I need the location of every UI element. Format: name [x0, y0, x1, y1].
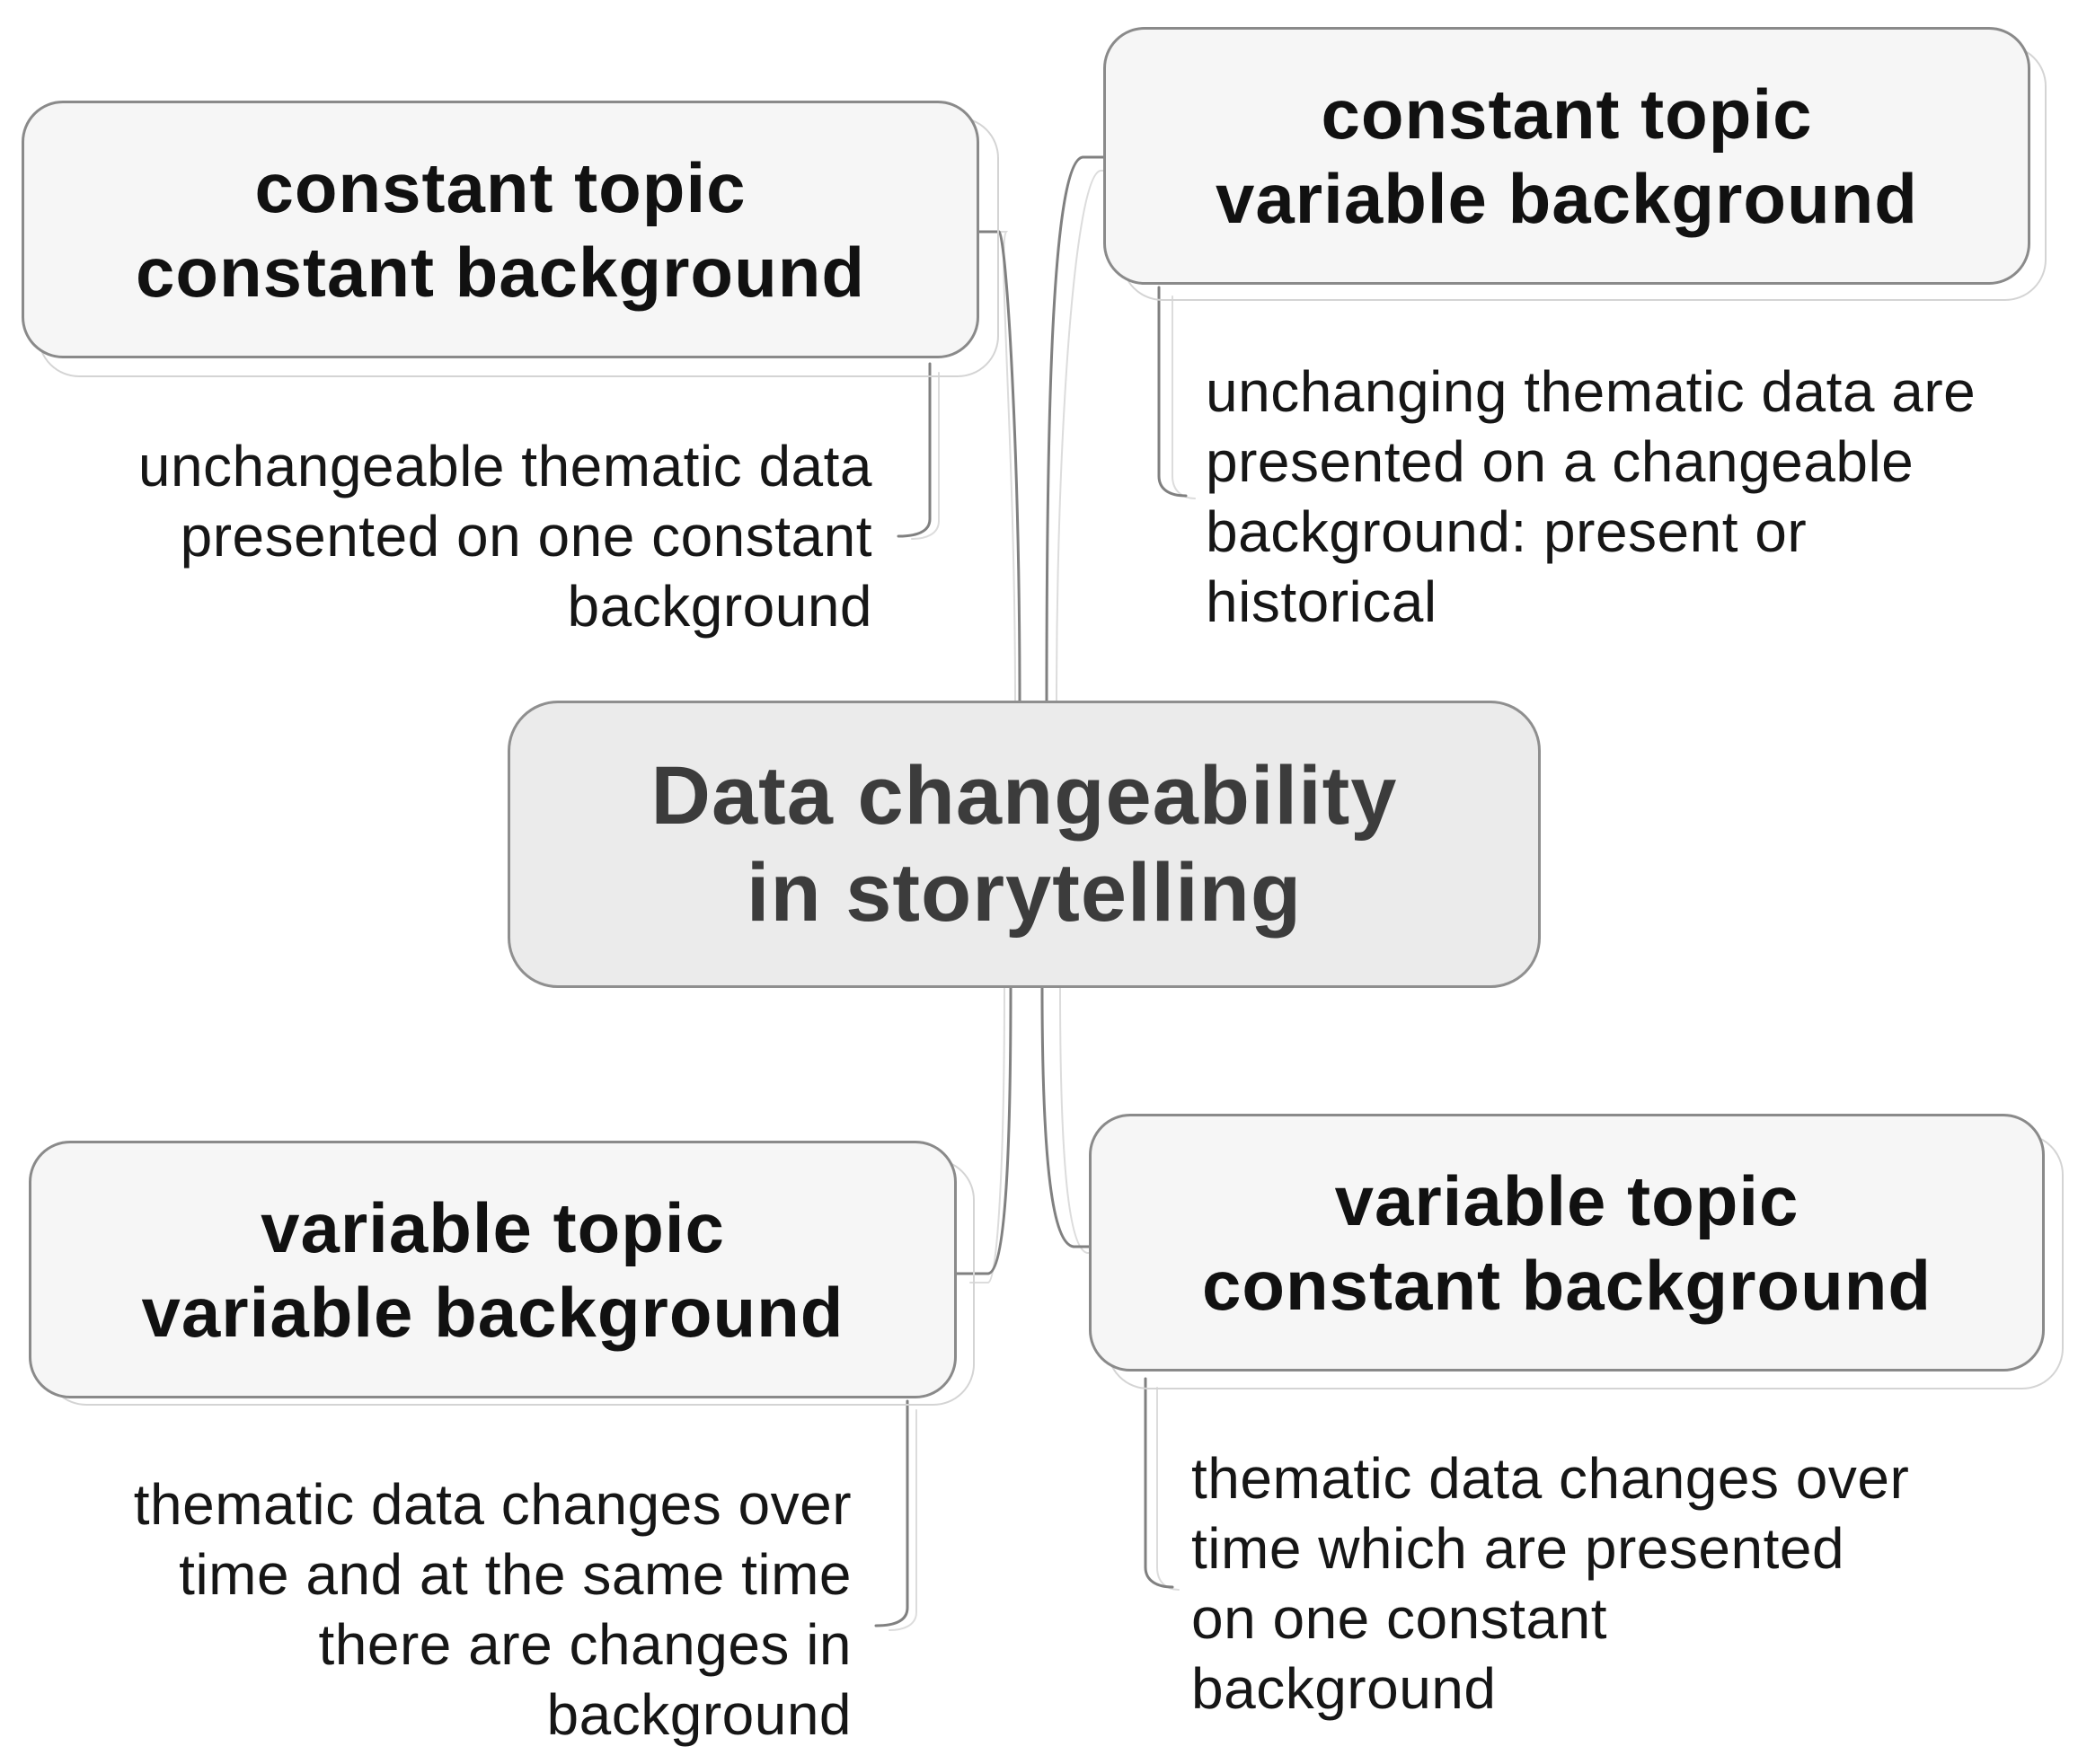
description-bottom-left: thematic data changes over time and at t…: [134, 1469, 852, 1750]
description-line: background: [1191, 1656, 1497, 1721]
description-bottom-right: thematic data changes over time which ar…: [1191, 1443, 1909, 1724]
node-title-line: variable background: [141, 1272, 844, 1352]
node-title-line: constant background: [1201, 1245, 1932, 1325]
description-line: unchangeable thematic data: [137, 434, 872, 498]
connector-desc-top-right: [1157, 286, 1188, 498]
node-title-line: constant topic: [254, 147, 747, 227]
description-top-right: unchanging thematic data are presented o…: [1206, 357, 1976, 637]
connector-bottom-right: [1040, 986, 1091, 1248]
connector-bottom-left: [955, 986, 1012, 1275]
description-line: thematic data changes over: [1191, 1446, 1910, 1511]
description-line: on one constant: [1191, 1586, 1607, 1651]
node-title-line: variable topic: [1334, 1160, 1799, 1240]
description-line: time and at the same time: [179, 1542, 852, 1607]
description-line: presented on one constant: [180, 504, 872, 569]
node-title-line: variable topic: [261, 1187, 725, 1267]
central-topic-line: Data changeability: [650, 750, 1398, 842]
connector-top-left: [977, 230, 1021, 702]
connector-desc-bottom-right: [1144, 1377, 1174, 1589]
description-line: unchanging thematic data are: [1206, 359, 1976, 424]
connector-top-right: [1045, 155, 1105, 702]
node-variable-topic-variable-background[interactable]: variable topic variable background: [29, 1141, 957, 1398]
description-line: background: present or: [1206, 499, 1808, 564]
node-constant-topic-variable-background[interactable]: constant topic variable background: [1103, 27, 2030, 285]
node-constant-topic-constant-background[interactable]: constant topic constant background: [22, 101, 979, 358]
description-top-left: unchangeable thematic data presented on …: [138, 431, 872, 641]
node-title-line: constant topic: [1321, 74, 1813, 154]
connector-desc-bottom-left: [874, 1399, 909, 1627]
central-topic[interactable]: Data changeability in storytelling: [508, 701, 1541, 988]
description-line: thematic data changes over: [133, 1472, 852, 1537]
description-line: time which are presented: [1191, 1516, 1845, 1581]
node-title-line: variable background: [1216, 158, 1918, 238]
node-title-line: constant background: [135, 232, 866, 312]
description-line: background: [546, 1682, 852, 1747]
node-variable-topic-constant-background[interactable]: variable topic constant background: [1089, 1114, 2045, 1372]
description-line: presented on a changeable: [1206, 429, 1914, 494]
description-line: background: [567, 574, 872, 639]
description-line: there are changes in: [318, 1612, 852, 1677]
connector-desc-top-left: [897, 362, 932, 538]
description-line: historical: [1206, 569, 1437, 634]
central-topic-line: in storytelling: [746, 847, 1303, 939]
